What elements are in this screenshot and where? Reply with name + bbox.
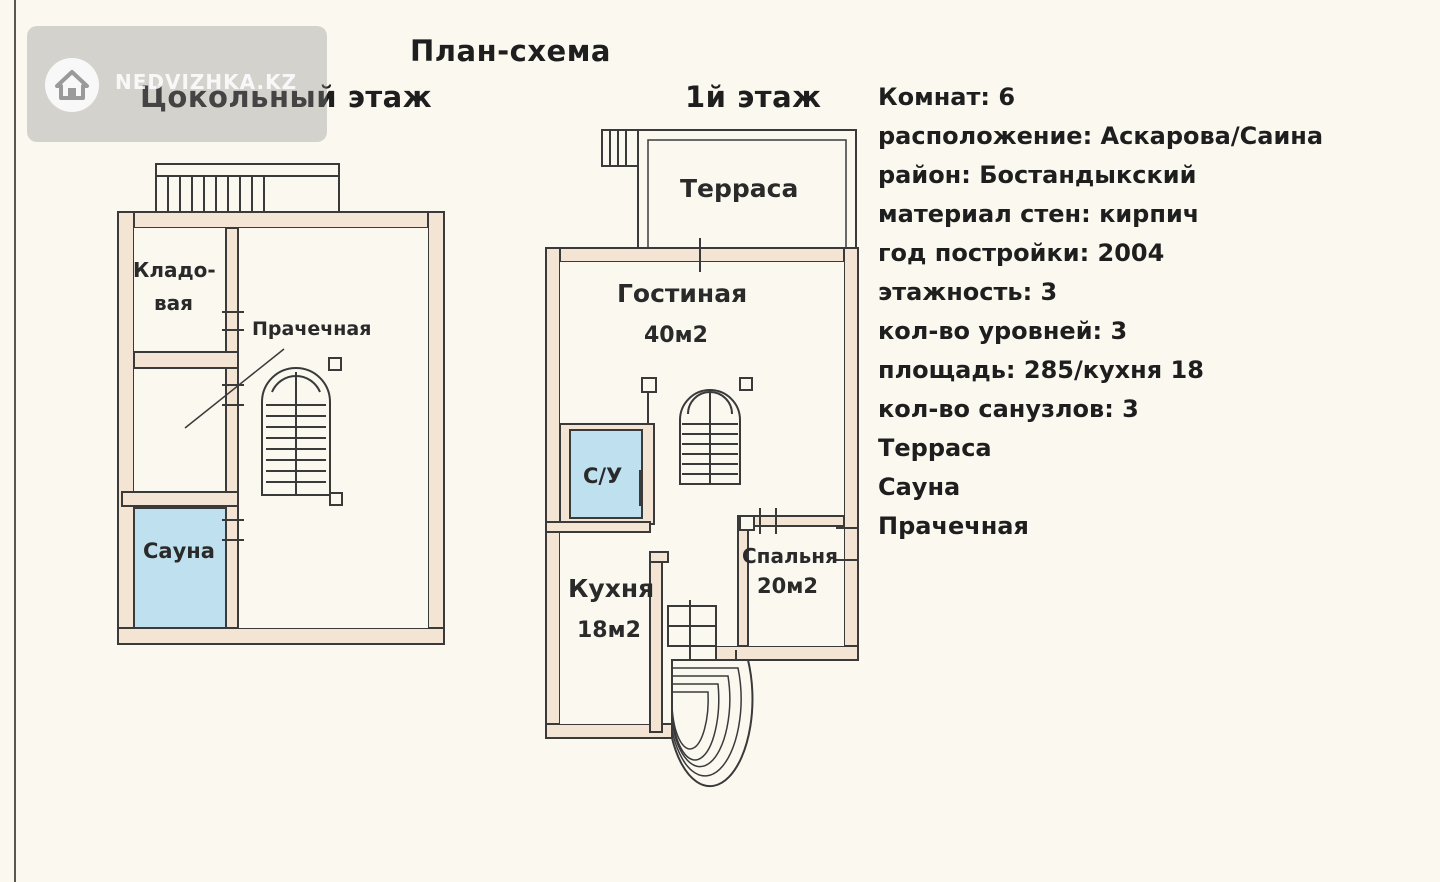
living-room-area: 40м2 xyxy=(644,323,708,348)
info-district: район: Бостандыкский xyxy=(878,161,1197,189)
storage-label-line1: Кладо- xyxy=(133,258,216,282)
basement-wall-top xyxy=(117,211,445,229)
info-levels: кол-во уровней: 3 xyxy=(878,317,1128,345)
sauna-label: Сауна xyxy=(143,539,215,563)
kitchen-area: 18м2 xyxy=(577,618,641,643)
storage-label-line2: вая xyxy=(154,291,193,315)
info-bathrooms: кол-во санузлов: 3 xyxy=(878,395,1139,423)
first-floor-wall-left xyxy=(545,247,561,739)
info-rooms: Комнат: 6 xyxy=(878,83,1016,111)
basement-spiral-stair xyxy=(261,367,331,496)
basement-sauna-area xyxy=(133,507,227,629)
basement-column-marker xyxy=(328,357,342,371)
info-feature-sauna: Сауна xyxy=(878,473,961,501)
info-wall-material: материал стен: кирпич xyxy=(878,200,1200,228)
laundry-label: Прачечная xyxy=(252,318,371,340)
first-floor-title: 1й этаж xyxy=(685,80,822,114)
bathroom-label: С/У xyxy=(583,464,622,488)
bedroom-label: Спальня xyxy=(742,544,838,568)
basement-partition-sauna xyxy=(121,491,239,507)
property-info-list: Комнат: 6 расположение: Аскарова/Саина р… xyxy=(878,78,1323,546)
first-floor-plan xyxy=(545,129,859,788)
info-feature-laundry: Прачечная xyxy=(878,512,1029,540)
first-floor-wall-right xyxy=(843,247,859,661)
first-floor-spiral-stair xyxy=(679,389,741,485)
info-location: расположение: Аскарова/Саина xyxy=(878,122,1324,150)
kitchen-label: Кухня xyxy=(568,574,654,603)
basement-wall-bottom xyxy=(117,627,445,645)
terrace-steps xyxy=(601,129,639,167)
basement-column-marker-2 xyxy=(329,492,343,506)
bedroom-partition-left xyxy=(737,515,749,647)
first-floor-column-marker-2 xyxy=(739,377,753,391)
basement-partition-storage xyxy=(133,351,239,369)
page-edge-line xyxy=(14,0,16,882)
home-icon xyxy=(45,58,99,112)
info-floors: этажность: 3 xyxy=(878,278,1058,306)
basement-wall-right xyxy=(427,211,445,645)
basement-top-stair xyxy=(155,163,340,215)
terrace-label: Терраса xyxy=(680,174,798,203)
basement-wall-left xyxy=(117,211,135,645)
entry-curved-steps xyxy=(671,659,754,788)
basement-plan xyxy=(117,163,445,645)
basement-partition-vertical xyxy=(225,227,239,629)
info-area: площадь: 285/кухня 18 xyxy=(878,356,1204,384)
bathroom-area xyxy=(569,429,643,519)
info-feature-terrace: Терраса xyxy=(878,434,992,462)
kitchen-partition-top xyxy=(545,521,651,533)
watermark-logo: NEDVIZHKA.KZ xyxy=(27,26,327,142)
info-year-built: год постройки: 2004 xyxy=(878,239,1165,267)
plan-main-title: План-схема xyxy=(410,34,611,68)
living-room-label: Гостиная xyxy=(617,279,747,308)
first-floor-column-marker xyxy=(641,377,657,393)
bedroom-area: 20м2 xyxy=(757,574,818,598)
watermark-text: NEDVIZHKA.KZ xyxy=(115,70,298,94)
basement-title: Цокольный этаж xyxy=(140,80,433,114)
first-floor-wall-bottom-right xyxy=(715,645,859,661)
